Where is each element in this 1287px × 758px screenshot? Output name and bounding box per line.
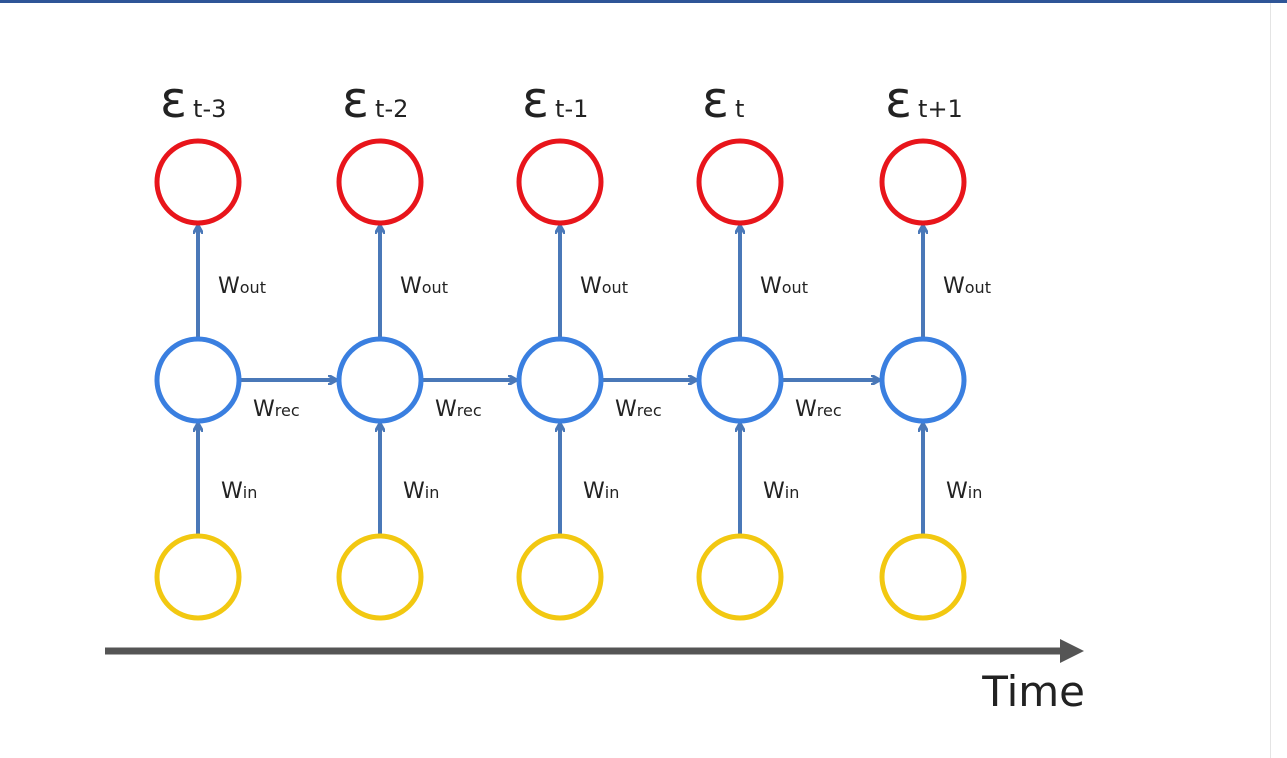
input-node bbox=[879, 533, 967, 621]
w-in-label: Win bbox=[763, 479, 799, 504]
w-rec-label: Wrec bbox=[795, 397, 842, 422]
w-in-label: Win bbox=[946, 479, 982, 504]
w-out-label: Wout bbox=[943, 274, 991, 299]
w-rec-label: Wrec bbox=[615, 397, 662, 422]
hidden-node bbox=[154, 336, 242, 424]
input-node bbox=[336, 533, 424, 621]
output-node bbox=[516, 138, 604, 226]
w-rec-label: Wrec bbox=[253, 397, 300, 422]
output-node bbox=[336, 138, 424, 226]
top-border bbox=[0, 0, 1287, 3]
w-in-label: Win bbox=[403, 479, 439, 504]
w-out-label: Wout bbox=[218, 274, 266, 299]
w-in-label: Win bbox=[221, 479, 257, 504]
hidden-node bbox=[879, 336, 967, 424]
w-rec-label: Wrec bbox=[435, 397, 482, 422]
output-node bbox=[154, 138, 242, 226]
w-out-label: Wout bbox=[580, 274, 628, 299]
right-border bbox=[1270, 3, 1271, 758]
w-in-label: Win bbox=[583, 479, 619, 504]
time-axis-label: Time bbox=[981, 667, 1085, 716]
hidden-node bbox=[336, 336, 424, 424]
w-out-label: Wout bbox=[760, 274, 808, 299]
input-node bbox=[516, 533, 604, 621]
hidden-node bbox=[516, 336, 604, 424]
output-node bbox=[879, 138, 967, 226]
input-node bbox=[696, 533, 784, 621]
input-node bbox=[154, 533, 242, 621]
output-node bbox=[696, 138, 784, 226]
w-out-label: Wout bbox=[400, 274, 448, 299]
hidden-node bbox=[696, 336, 784, 424]
